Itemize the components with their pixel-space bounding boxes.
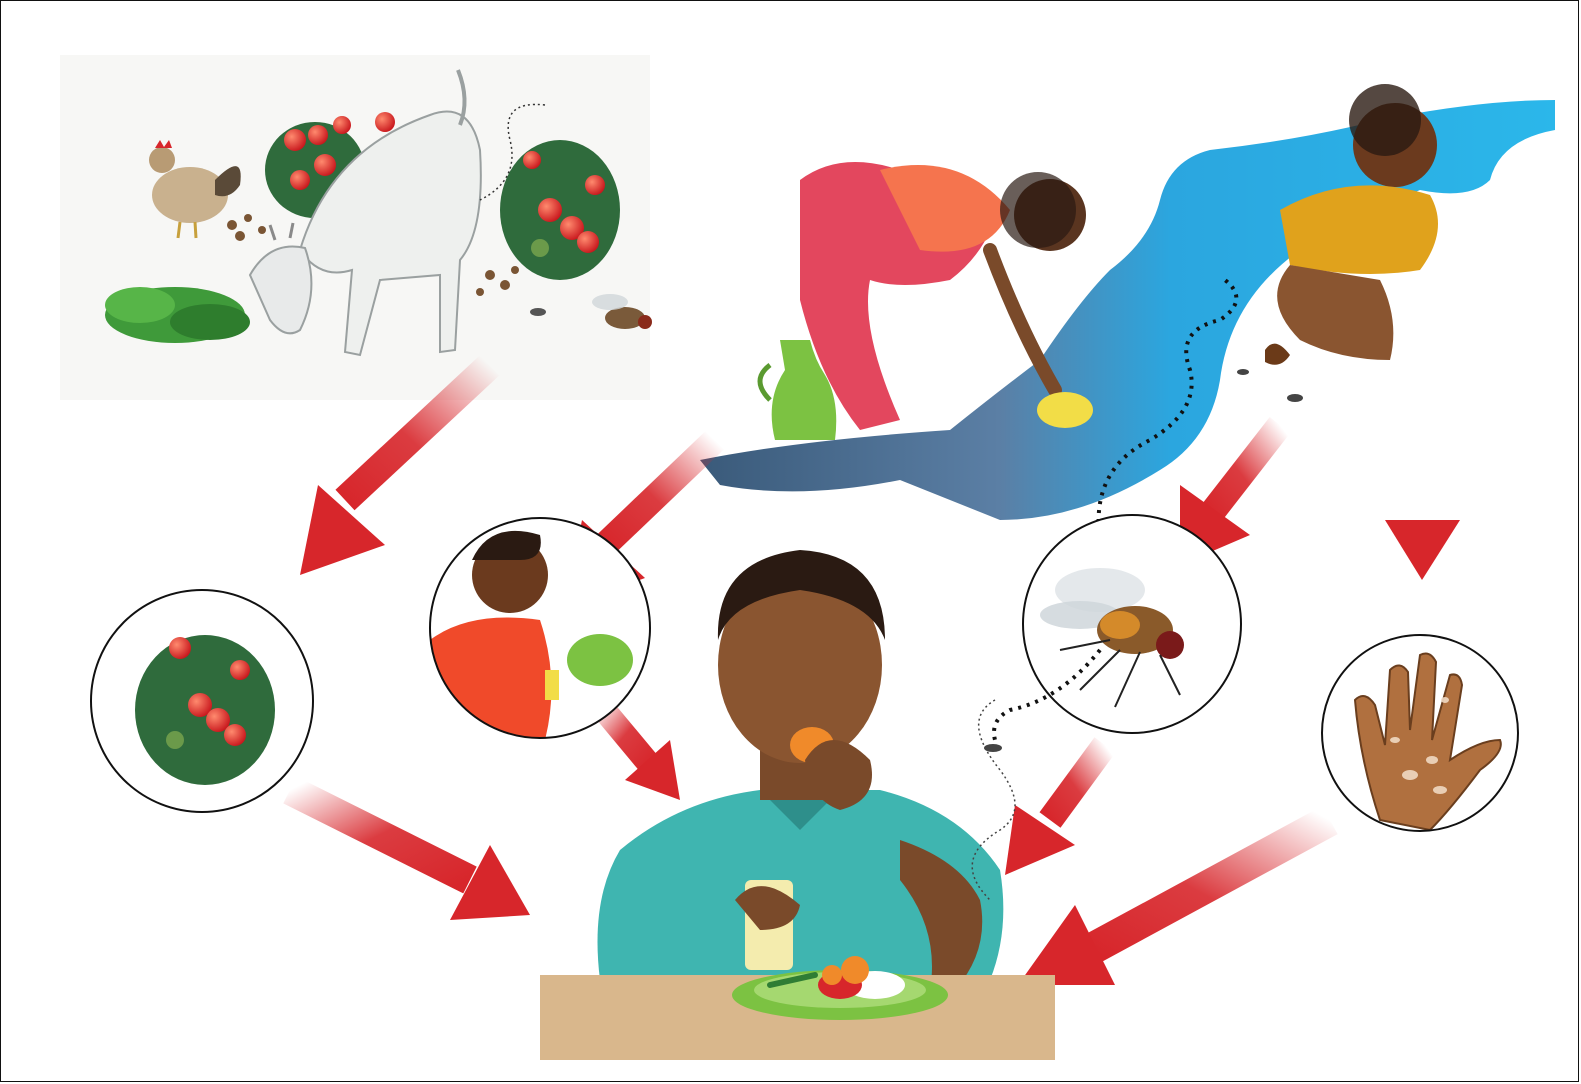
circle-fly	[1023, 515, 1241, 733]
circle-girl-pouring	[430, 518, 650, 740]
feces-icon	[1265, 344, 1290, 365]
woman-washing-cup-icon	[800, 162, 1093, 430]
arrow-tomato-to-boy	[290, 790, 530, 920]
defecating-child-icon	[1265, 84, 1438, 365]
circle-dirty-hand	[1322, 635, 1518, 831]
farm-scene	[60, 55, 652, 400]
fly-icon	[1237, 369, 1249, 375]
fly-icon	[530, 308, 546, 316]
arrow-girl-to-boy	[600, 705, 680, 800]
fly-icon	[984, 744, 1002, 752]
arrow-child-to-hand	[1385, 405, 1460, 580]
fly-icon	[1287, 394, 1303, 402]
tomato-plant-icon	[500, 140, 620, 280]
arrow-fly-to-boy	[1005, 745, 1105, 875]
circle-tomato-plant	[91, 590, 313, 812]
